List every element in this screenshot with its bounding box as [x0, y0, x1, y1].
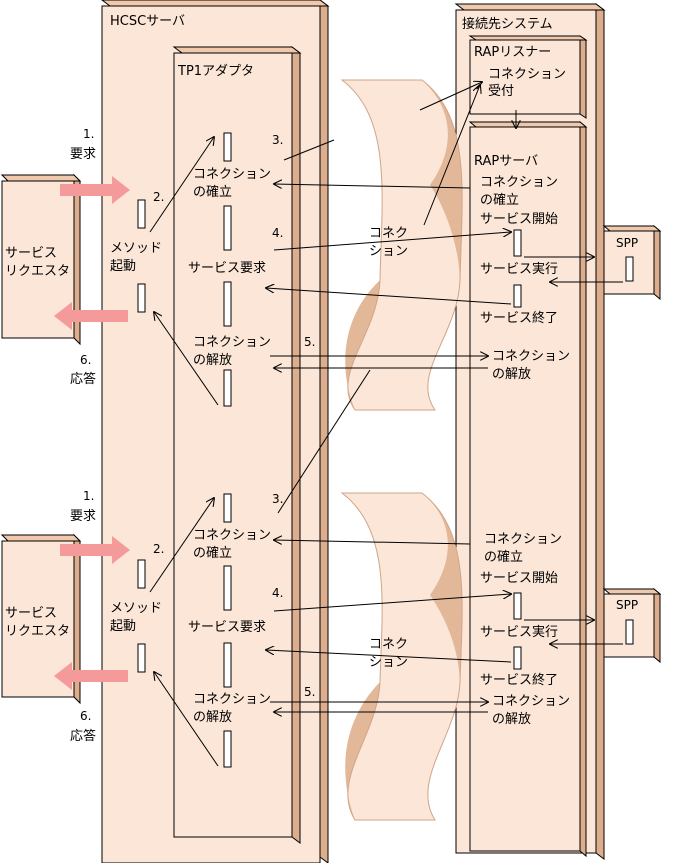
bottom-step1-label: 要求	[70, 509, 96, 524]
tube-label-bottom-1: コネク	[369, 637, 408, 652]
bottom-step4-num: 4.	[272, 586, 283, 600]
bottom-rap-release-2: の解放	[492, 712, 531, 727]
requester-bottom-label-2: リクエスタ	[5, 624, 70, 639]
tube-label-top-2: ション	[369, 244, 408, 259]
top-step2-num: 2.	[153, 190, 164, 204]
hcsc-server-title: HCSCサーバ	[110, 14, 185, 29]
request-arrow-bottom	[60, 536, 130, 564]
bottom-service-start: サービス開始	[480, 571, 558, 586]
target-system-title: 接続先システム	[462, 16, 553, 32]
bottom-rap-release-1: コネクション	[492, 694, 570, 709]
response-arrow-top	[54, 302, 128, 330]
top-service-exec: サービス実行	[480, 261, 558, 277]
accept-label-2: 受付	[488, 84, 514, 99]
bottom-step6-label: 応答	[70, 728, 96, 744]
bottom-conn-release-1: コネクション	[193, 692, 271, 707]
bottom-rap-conn-1: コネクション	[484, 532, 562, 547]
bottom-conn-release-2: の解放	[193, 710, 232, 725]
bottom-step6-num: 6.	[80, 709, 91, 723]
bottom-step3-num: 3.	[272, 492, 283, 506]
accept-label-1: コネクション	[488, 67, 566, 82]
rap-listener-title: RAPリスナー	[474, 45, 551, 60]
top-step3-num: 3.	[272, 133, 283, 147]
activation-bars	[137, 132, 634, 768]
top-service-request: サービス要求	[188, 261, 266, 276]
requester-top-label-2: リクエスタ	[5, 264, 70, 279]
rap-listener-box	[468, 35, 588, 119]
top-step4-num: 4.	[272, 226, 283, 240]
top-method-label-1: メソッド	[110, 241, 162, 256]
tp1-adapter-box	[172, 46, 302, 844]
requester-top-label-1: サービス	[5, 246, 57, 261]
tp1-adapter-title: TP1アダプタ	[177, 64, 254, 79]
bottom-service-end: サービス終了	[480, 672, 558, 688]
bottom-conn-establish-1: コネクション	[193, 528, 271, 543]
top-rap-conn-1: コネクション	[480, 175, 558, 190]
top-step5-num: 5.	[304, 335, 315, 349]
top-conn-release-2: の解放	[193, 353, 232, 368]
service-requester-top	[0, 173, 82, 346]
bottom-rap-conn-2: の確立	[484, 549, 523, 565]
top-service-end: サービス終了	[480, 310, 558, 326]
top-rap-release-1: コネクション	[492, 349, 570, 364]
bottom-step2-num: 2.	[153, 542, 164, 556]
top-conn-release-1: コネクション	[193, 335, 271, 350]
top-step6-num: 6.	[80, 353, 91, 367]
rap-server-box	[468, 120, 588, 858]
top-step6-label: 応答	[70, 371, 96, 387]
message-arrows	[149, 82, 623, 767]
top-conn-establish-2: の確立	[193, 184, 232, 200]
requester-bottom-label-1: サービス	[5, 606, 57, 621]
top-step1-label: 要求	[70, 147, 96, 162]
bottom-method-label-1: メソッド	[110, 601, 162, 616]
bottom-method-label-2: 起動	[110, 619, 136, 634]
rap-server-title: RAPサーバ	[474, 154, 538, 169]
top-rap-conn-2: の確立	[480, 192, 519, 208]
bottom-step1-num: 1.	[83, 489, 94, 503]
tube-label-bottom-2: ション	[369, 655, 408, 670]
tube-label-top-1: コネク	[369, 226, 408, 241]
bottom-step5-num: 5.	[304, 685, 315, 699]
response-arrow-bottom	[54, 662, 128, 690]
top-step1-num: 1.	[83, 127, 94, 141]
top-rap-release-2: の解放	[492, 367, 531, 382]
top-service-start: サービス開始	[480, 212, 558, 227]
spp-bottom-label: SPP	[616, 598, 638, 612]
bottom-service-exec: サービス実行	[480, 624, 558, 640]
bottom-service-request: サービス要求	[188, 620, 266, 635]
top-method-label-2: 起動	[110, 259, 136, 274]
top-conn-establish-1: コネクション	[193, 167, 271, 182]
request-arrow-top	[60, 176, 130, 204]
bottom-conn-establish-2: の確立	[193, 545, 232, 561]
spp-top-label: SPP	[616, 236, 638, 250]
